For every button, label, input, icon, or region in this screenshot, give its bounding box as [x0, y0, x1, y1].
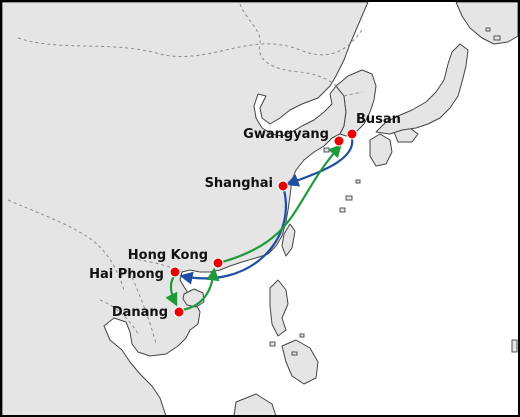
philippines-luzon [269, 279, 289, 337]
philippines-visayas-mindanao [281, 339, 319, 385]
japan-honshu [375, 43, 469, 135]
port-marker-gwangyang[interactable] [333, 135, 345, 147]
port-label-busan: Busan [356, 112, 401, 127]
borneo-tip [233, 393, 277, 417]
ports: Busan Gwangyang Shanghai Hong Kong Hai P… [89, 112, 401, 320]
routes [165, 136, 354, 312]
country-borders [7, 3, 363, 345]
port-label-haiphong: Hai Phong [89, 267, 164, 282]
port-marker-hongkong[interactable] [212, 257, 224, 269]
port-marker-haiphong[interactable] [169, 266, 181, 278]
route-danang-to-hongkong [180, 267, 220, 312]
port-marker-danang[interactable] [173, 306, 185, 318]
port-marker-busan[interactable] [346, 128, 358, 140]
korean-peninsula [335, 69, 377, 137]
port-label-shanghai: Shanghai [205, 176, 273, 191]
route-haiphong-to-danang [165, 274, 178, 307]
mainland-asia [1, 1, 369, 417]
taiwan-island [281, 223, 296, 257]
port-label-gwangyang: Gwangyang [243, 127, 329, 142]
port-label-hongkong: Hong Kong [128, 248, 208, 263]
port-label-danang: Danang [112, 305, 168, 320]
route-shanghai-to-haiphong [179, 188, 287, 285]
japan-kyushu [369, 133, 393, 167]
route-busan-to-shanghai [285, 136, 354, 187]
route-hongkong-to-gwangyang [220, 144, 342, 264]
port-marker-shanghai[interactable] [277, 180, 289, 192]
